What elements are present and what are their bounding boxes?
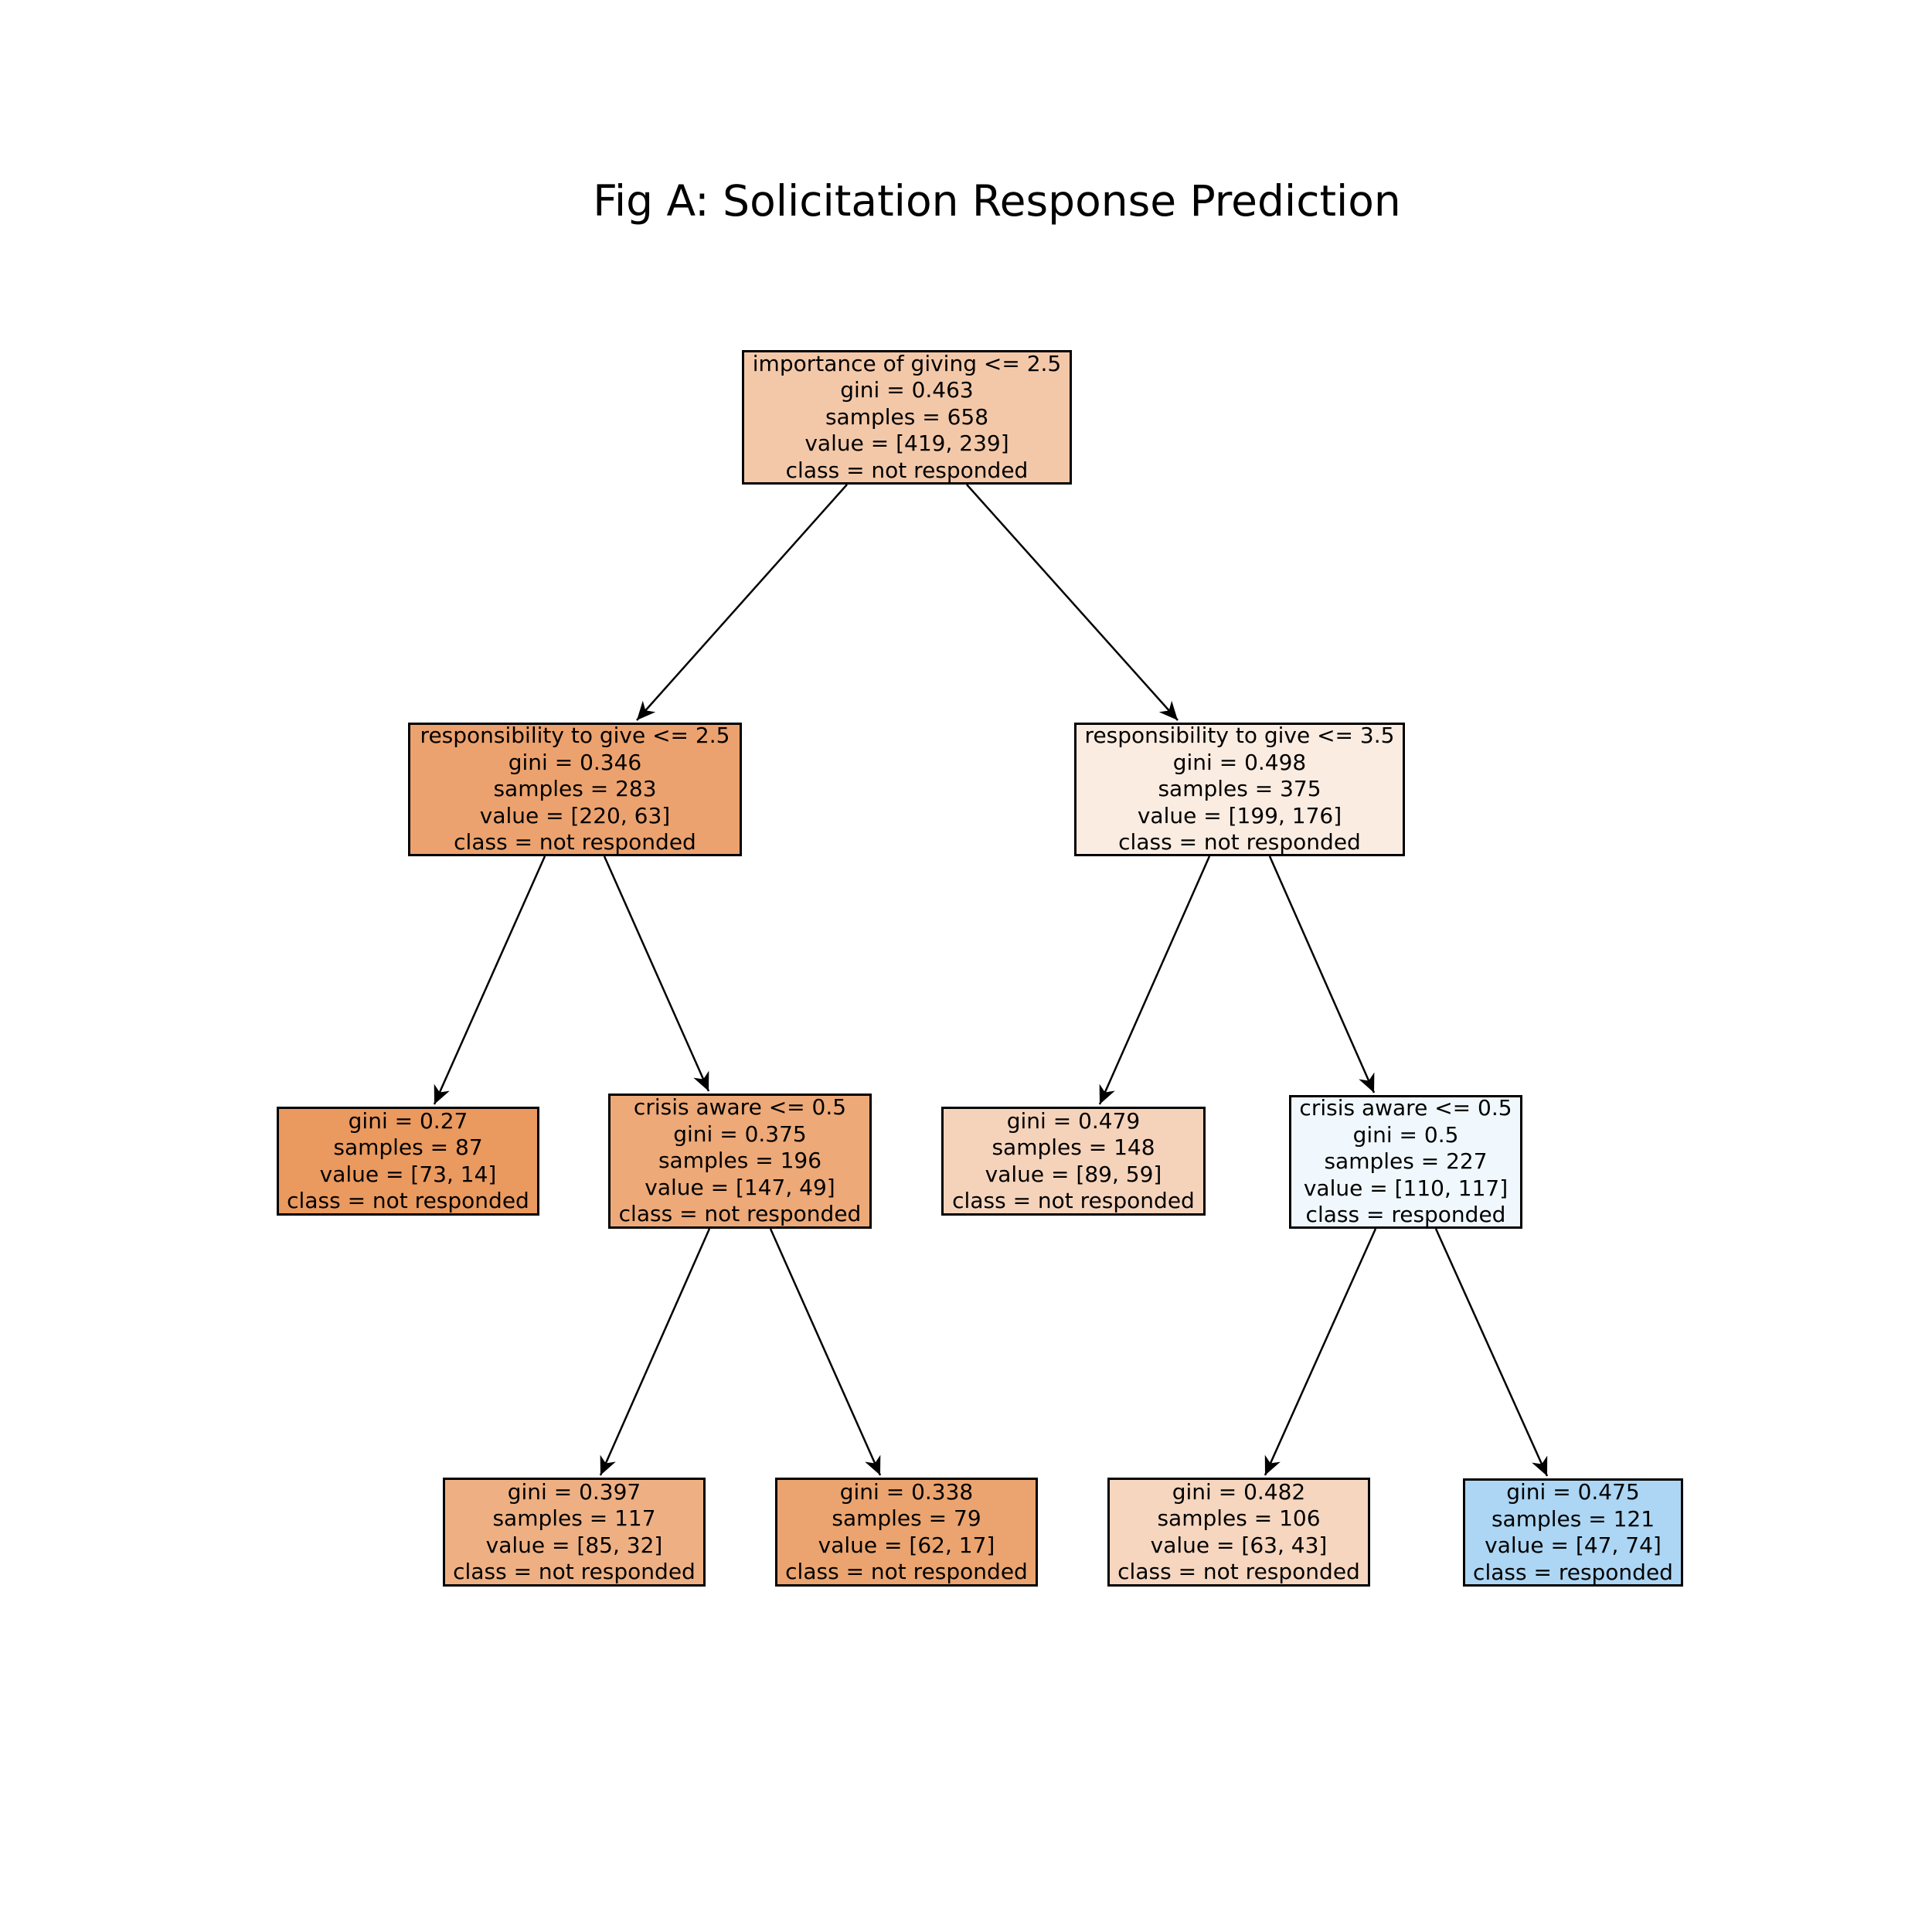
node-gini: gini = 0.397 [507, 1478, 641, 1505]
node-value: value = [47, 74] [1485, 1532, 1662, 1558]
edge-depth1-left-to-leaf1 [433, 855, 546, 1105]
node-split-rule: crisis aware <= 0.5 [1299, 1095, 1512, 1121]
edge-split2-to-leaf2 [769, 1228, 882, 1476]
edge-split4-to-leaf3 [1264, 1228, 1377, 1476]
tree-node-depth2-split-4: crisis aware <= 0.5 gini = 0.5 samples =… [1289, 1095, 1522, 1229]
node-gini: gini = 0.475 [1506, 1479, 1640, 1505]
tree-node-depth3-leaf-1: gini = 0.397 samples = 117 value = [85, … [443, 1478, 706, 1587]
tree-node-depth3-leaf-3: gini = 0.482 samples = 106 value = [63, … [1107, 1478, 1370, 1587]
node-class: class = responded [1305, 1202, 1506, 1228]
tree-node-depth3-leaf-2: gini = 0.338 samples = 79 value = [62, 1… [775, 1478, 1038, 1587]
tree-node-root: importance of giving <= 2.5 gini = 0.463… [742, 350, 1072, 485]
node-gini: gini = 0.463 [840, 377, 974, 403]
node-class: class = responded [1473, 1559, 1673, 1585]
node-value: value = [199, 176] [1137, 802, 1342, 828]
node-value: value = [62, 17] [818, 1532, 995, 1558]
node-class: class = not responded [952, 1188, 1195, 1213]
node-class: class = not responded [1117, 1559, 1360, 1584]
tree-node-depth2-split-2: crisis aware <= 0.5 gini = 0.375 samples… [608, 1094, 872, 1229]
edge-split4-to-leaf4 [1434, 1228, 1549, 1477]
node-samples: samples = 196 [658, 1148, 822, 1174]
node-samples: samples = 148 [992, 1134, 1155, 1160]
node-samples: samples = 375 [1158, 776, 1321, 802]
node-value: value = [220, 63] [479, 802, 671, 828]
node-samples: samples = 117 [492, 1505, 656, 1531]
node-value: value = [73, 14] [319, 1161, 497, 1187]
node-class: class = not responded [287, 1188, 529, 1213]
node-split-rule: importance of giving <= 2.5 [752, 350, 1062, 376]
node-value: value = [110, 117] [1303, 1175, 1509, 1201]
node-value: value = [419, 239] [804, 430, 1009, 457]
node-value: value = [85, 32] [485, 1532, 663, 1558]
node-samples: samples = 283 [493, 776, 657, 802]
edge-depth1-right-to-split4 [1268, 855, 1376, 1094]
node-samples: samples = 121 [1491, 1505, 1655, 1532]
node-class: class = not responded [454, 829, 696, 855]
node-gini: gini = 0.482 [1172, 1478, 1306, 1505]
node-samples: samples = 227 [1324, 1148, 1488, 1175]
node-class: class = not responded [453, 1559, 696, 1584]
node-value: value = [147, 49] [645, 1174, 835, 1200]
node-gini: gini = 0.498 [1172, 749, 1307, 775]
edge-root-to-depth1-right [966, 484, 1179, 721]
node-gini: gini = 0.27 [348, 1107, 468, 1134]
figure-title: Fig A: Solicitation Response Prediction [593, 176, 1401, 226]
node-samples: samples = 658 [825, 403, 989, 430]
tree-node-depth1-right: responsibility to give <= 3.5 gini = 0.4… [1074, 723, 1405, 856]
tree-node-depth2-leaf-1: gini = 0.27 samples = 87 value = [73, 14… [277, 1107, 539, 1216]
edge-depth1-right-to-leaf3 [1098, 855, 1211, 1105]
node-class: class = not responded [1118, 829, 1361, 855]
node-samples: samples = 79 [832, 1505, 981, 1531]
node-gini: gini = 0.375 [673, 1121, 807, 1147]
node-samples: samples = 106 [1157, 1505, 1321, 1531]
node-value: value = [89, 59] [985, 1161, 1162, 1187]
node-gini: gini = 0.5 [1352, 1121, 1459, 1148]
node-split-rule: responsibility to give <= 3.5 [1084, 723, 1395, 749]
tree-node-depth1-left: responsibility to give <= 2.5 gini = 0.3… [408, 723, 742, 856]
node-value: value = [63, 43] [1150, 1532, 1328, 1558]
edge-split2-to-leaf1 [599, 1228, 711, 1476]
node-class: class = not responded [785, 1559, 1028, 1584]
node-split-rule: crisis aware <= 0.5 [633, 1094, 847, 1121]
node-gini: gini = 0.346 [508, 749, 642, 775]
node-gini: gini = 0.338 [839, 1478, 974, 1505]
node-split-rule: responsibility to give <= 2.5 [420, 723, 730, 749]
edge-root-to-depth1-left [636, 484, 848, 721]
tree-node-depth2-leaf-3: gini = 0.479 samples = 148 value = [89, … [941, 1107, 1206, 1216]
tree-node-depth3-leaf-4: gini = 0.475 samples = 121 value = [47, … [1463, 1478, 1683, 1587]
node-gini: gini = 0.479 [1006, 1107, 1141, 1134]
node-class: class = not responded [785, 457, 1029, 483]
edge-depth1-left-to-split2 [603, 855, 710, 1092]
node-class: class = not responded [618, 1201, 862, 1227]
node-samples: samples = 87 [333, 1134, 483, 1160]
